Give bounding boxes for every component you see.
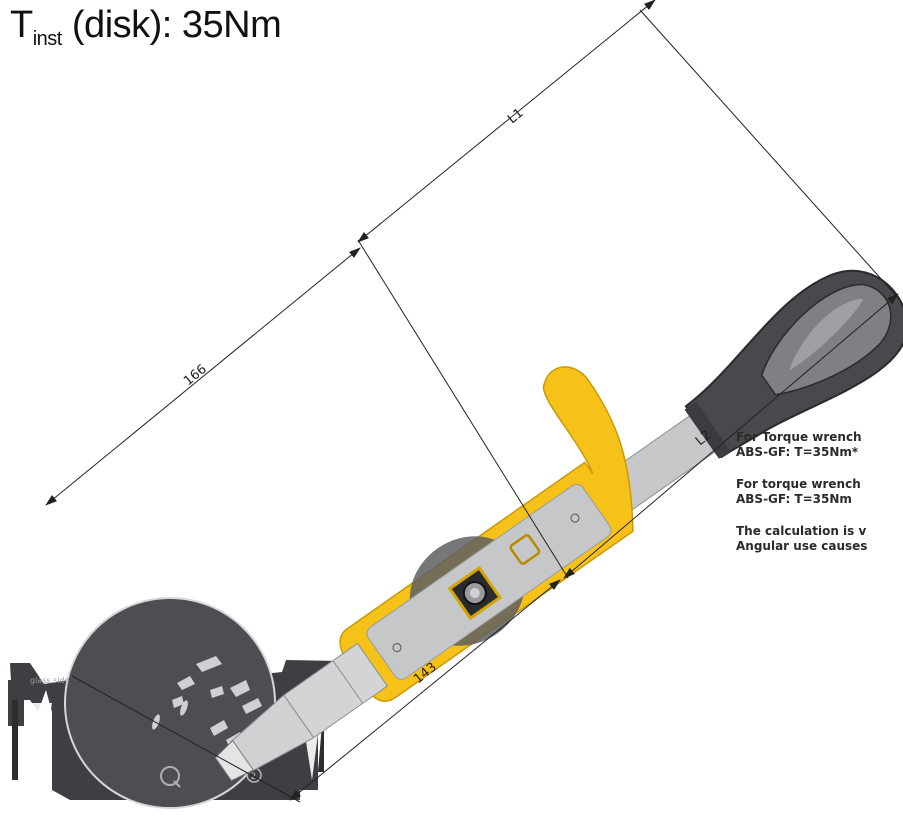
wrench-yellow-body (339, 366, 634, 703)
dimension-l1 (357, 0, 656, 243)
svg-text:2: 2 (251, 772, 257, 782)
dimension-l2 (563, 293, 899, 579)
label-166: 166 (181, 362, 210, 389)
extension-line-disk-axis (71, 675, 301, 803)
dimension-lines: L1 166 L2 143 (45, 0, 901, 803)
indicator-window-icon (509, 534, 541, 565)
extension-line-drive (357, 239, 569, 579)
q-logo-icon (160, 766, 181, 788)
dimension-143 (289, 579, 561, 801)
extension-line-handle (639, 9, 901, 301)
label-l1: L1 (505, 106, 526, 127)
glass-side-label: glass side (30, 676, 70, 685)
dimension-166 (45, 247, 361, 506)
page-title: Tinst (disk): 35Nm (10, 4, 282, 50)
